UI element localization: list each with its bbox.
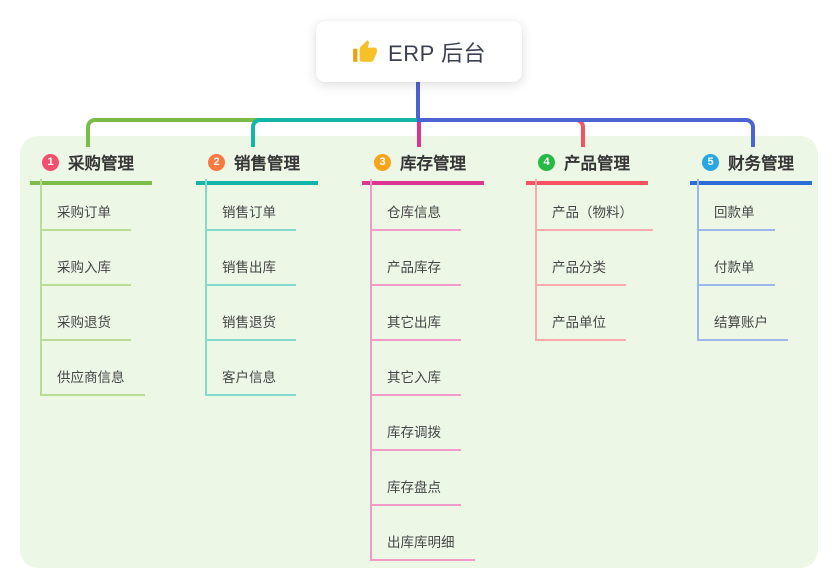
child-node[interactable]: 结算账户 (699, 286, 788, 341)
child-node[interactable]: 采购订单 (42, 179, 131, 231)
child-node[interactable]: 供应商信息 (42, 341, 145, 396)
branch-label: 库存管理 (400, 155, 466, 173)
child-node[interactable]: 销售订单 (207, 179, 296, 231)
branch-header-inventory[interactable]: 3 库存管理 (362, 147, 484, 185)
branch-label: 采购管理 (68, 155, 134, 173)
child-node[interactable]: 付款单 (699, 231, 775, 286)
branch-header-sales[interactable]: 2 销售管理 (196, 147, 318, 185)
child-node[interactable]: 客户信息 (207, 341, 296, 396)
child-node[interactable]: 出库库明细 (372, 506, 475, 561)
thumbs-up-icon (352, 39, 378, 65)
child-node[interactable]: 采购退货 (42, 286, 131, 341)
child-node[interactable]: 采购入库 (42, 231, 131, 286)
root-node[interactable]: ERP 后台 (316, 21, 522, 82)
child-node[interactable]: 回款单 (699, 179, 775, 231)
branch-badge: 3 (374, 153, 391, 171)
child-node[interactable]: 仓库信息 (372, 179, 461, 231)
branch-label: 财务管理 (728, 155, 794, 173)
child-node[interactable]: 产品（物料） (537, 179, 653, 231)
child-node[interactable]: 其它入库 (372, 341, 461, 396)
child-node[interactable]: 产品单位 (537, 286, 626, 341)
branch-header-purchase[interactable]: 1 采购管理 (30, 147, 152, 185)
child-node[interactable]: 销售出库 (207, 231, 296, 286)
branch-children-sales: 销售订单 销售出库 销售退货 客户信息 (205, 179, 296, 396)
connector-branch-2 (251, 118, 421, 147)
child-node[interactable]: 其它出库 (372, 286, 461, 341)
branch-children-product: 产品（物料） 产品分类 产品单位 (535, 179, 653, 341)
branch-header-finance[interactable]: 5 财务管理 (690, 147, 812, 185)
root-title: ERP 后台 (388, 40, 486, 66)
connector-branch-3 (417, 122, 421, 147)
branch-children-inventory: 仓库信息 产品库存 其它出库 其它入库 库存调拨 库存盘点 出库库明细 (370, 179, 475, 561)
child-node[interactable]: 产品分类 (537, 231, 626, 286)
connector-branch-5 (417, 118, 755, 147)
branch-badge: 1 (42, 153, 59, 171)
root-connector-line (416, 82, 420, 122)
branch-children-finance: 回款单 付款单 结算账户 (697, 179, 788, 341)
child-node[interactable]: 库存调拨 (372, 396, 461, 451)
branch-children-purchase: 采购订单 采购入库 采购退货 供应商信息 (40, 179, 145, 396)
branch-badge: 5 (702, 153, 719, 171)
branches-background-panel (20, 136, 818, 568)
branch-header-product[interactable]: 4 产品管理 (526, 147, 648, 185)
branch-badge: 4 (538, 153, 555, 171)
child-node[interactable]: 销售退货 (207, 286, 296, 341)
branch-label: 销售管理 (234, 155, 300, 173)
child-node[interactable]: 库存盘点 (372, 451, 461, 506)
branch-label: 产品管理 (564, 155, 630, 173)
branch-badge: 2 (208, 153, 225, 171)
child-node[interactable]: 产品库存 (372, 231, 461, 286)
